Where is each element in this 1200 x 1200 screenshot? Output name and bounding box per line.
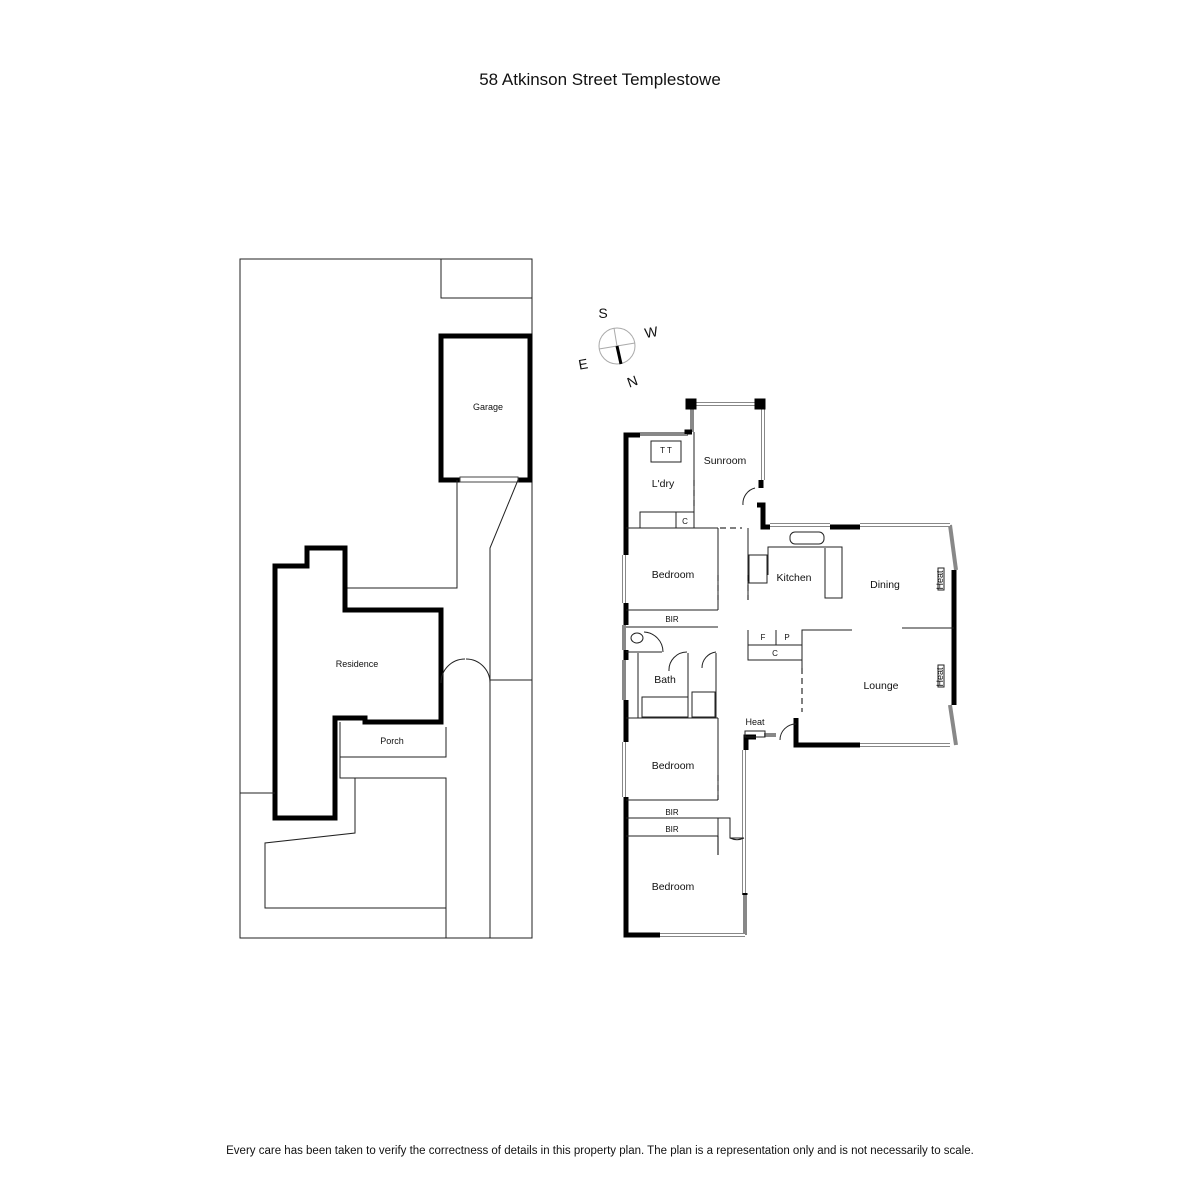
- compass-icon: S W E N: [577, 305, 660, 391]
- compass-e: E: [577, 355, 589, 372]
- label-bir-2: BIR: [665, 808, 679, 817]
- label-residence: Residence: [336, 659, 379, 669]
- site-boundary: [239, 258, 533, 939]
- label-laundry-cupboard: C: [682, 517, 688, 526]
- residence-outline: [272, 545, 444, 821]
- label-fridge: F: [761, 633, 766, 642]
- label-dining: Dining: [870, 579, 900, 591]
- label-heat-entry: Heat: [745, 717, 765, 727]
- label-heat-lounge: Heat: [935, 667, 945, 687]
- label-cupboard: C: [772, 649, 778, 658]
- label-kitchen: Kitchen: [776, 572, 811, 584]
- double-door: [440, 658, 491, 684]
- label-porch: Porch: [380, 736, 404, 746]
- label-laundry-tubs: T T: [660, 446, 672, 455]
- label-bedroom-3: Bedroom: [652, 881, 695, 893]
- label-bedroom-1: Bedroom: [652, 569, 695, 581]
- garage-door: [459, 476, 519, 483]
- disclaimer: Every care has been taken to verify the …: [226, 1145, 974, 1157]
- compass-w: W: [643, 323, 660, 341]
- label-laundry: L'dry: [652, 478, 675, 490]
- label-lounge: Lounge: [863, 680, 898, 692]
- compass-n: N: [625, 372, 640, 390]
- label-bedroom-2: Bedroom: [652, 760, 695, 772]
- label-sunroom: Sunroom: [704, 455, 747, 467]
- label-bir-1: BIR: [665, 615, 679, 624]
- label-bir-3: BIR: [665, 825, 679, 834]
- site-plan: Garage Residence Porch: [239, 258, 533, 939]
- room-labels: Sunroom L'dry T T C Bedroom BIR Bath Kit…: [652, 446, 945, 893]
- label-pantry: P: [784, 633, 789, 642]
- compass-s: S: [598, 305, 607, 321]
- label-bath: Bath: [654, 674, 676, 686]
- label-garage: Garage: [473, 402, 503, 412]
- page-title: 58 Atkinson Street Templestowe: [479, 70, 721, 89]
- house-floor-plan: Sunroom L'dry T T C Bedroom BIR Bath Kit…: [622, 398, 958, 938]
- label-heat-dining: Heat: [935, 570, 945, 590]
